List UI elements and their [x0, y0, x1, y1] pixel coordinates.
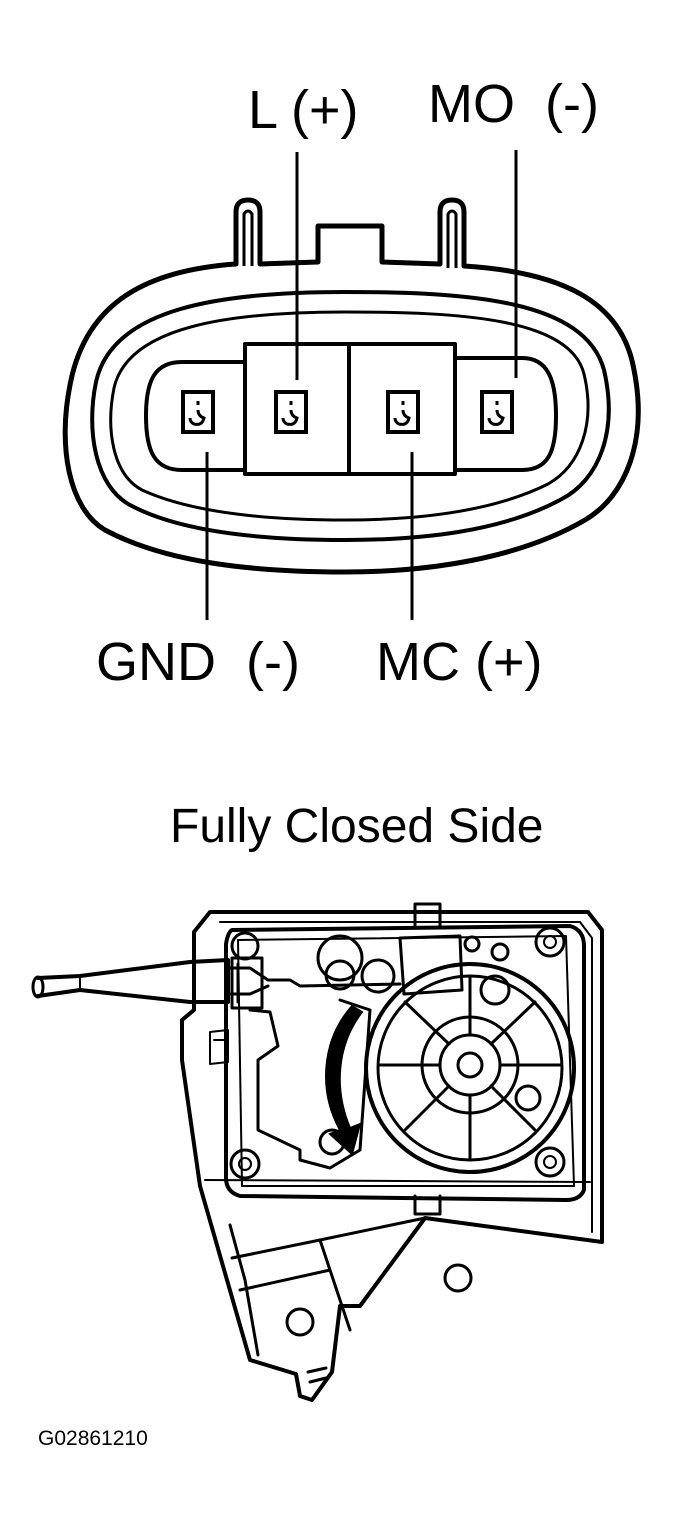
top-clip	[413, 902, 442, 928]
label-mc-plus: MC (+)	[376, 632, 542, 692]
motor-disk-outer	[364, 962, 576, 1174]
connector-inner-wall-2	[109, 310, 590, 522]
connector-inner-wall-1	[90, 290, 611, 542]
corner-boss-top-left	[230, 931, 260, 961]
mounting-bracket	[228, 1216, 427, 1357]
cable-end	[31, 975, 45, 999]
cable-clamp	[230, 956, 264, 1010]
right-tab-slot	[446, 209, 458, 268]
rotation-arrow	[325, 1004, 364, 1156]
terminal-pin-mo	[480, 390, 514, 434]
mount-hole-upper-right-b	[490, 942, 510, 962]
bottom-clip	[413, 1194, 442, 1216]
actuator-caption: Fully Closed Side	[170, 800, 544, 853]
terminal-cavity-mo	[453, 356, 558, 472]
gear-boss-small-b	[360, 958, 396, 994]
label-gnd-minus: GND (-)	[96, 632, 300, 692]
gear-boss-small-a	[324, 959, 356, 991]
motor-shaft	[456, 1051, 484, 1079]
housing-outline	[180, 910, 604, 1402]
cover-plate	[224, 924, 586, 1202]
bracket-hole-left	[285, 1307, 315, 1337]
mount-hole-upper-right	[463, 935, 481, 953]
terminal-cavity-gnd	[144, 360, 247, 472]
linkage-plate	[248, 998, 372, 1170]
cable-sheath	[36, 958, 230, 1004]
label-l-plus: L (+)	[248, 80, 359, 140]
terminal-pin-mc	[386, 390, 420, 434]
motor-boss-top	[479, 974, 511, 1006]
left-tab-slot	[242, 209, 254, 266]
corner-boss-bottom-left-hole	[238, 1157, 252, 1171]
motor-boss-bottom	[514, 1084, 542, 1112]
terminal-pin-gnd	[181, 390, 215, 434]
corner-boss-top-right	[534, 926, 566, 958]
label-mo-minus: MO (-)	[428, 74, 599, 134]
corner-boss-bottom-right-hole	[543, 1155, 557, 1169]
figure-code: G02861210	[38, 1427, 148, 1450]
actuator-assembly	[31, 902, 604, 1402]
bracket-hole-right	[443, 1263, 473, 1293]
housing-inner-edge	[204, 921, 593, 1233]
corner-boss-top-right-hole	[543, 935, 557, 949]
gear-boss-upper	[316, 934, 364, 982]
corner-boss-bottom-right	[534, 1146, 566, 1178]
connector-view	[62, 197, 641, 575]
linkage-detail	[209, 1029, 229, 1065]
leader-lines	[205, 150, 518, 620]
bracket-tab	[306, 1366, 328, 1384]
rib-block	[398, 934, 464, 996]
corner-boss-bottom-left	[229, 1148, 261, 1180]
connector-outer-shell	[62, 197, 641, 575]
terminal-pin-l	[274, 390, 308, 434]
motor-spokes	[378, 974, 562, 1160]
